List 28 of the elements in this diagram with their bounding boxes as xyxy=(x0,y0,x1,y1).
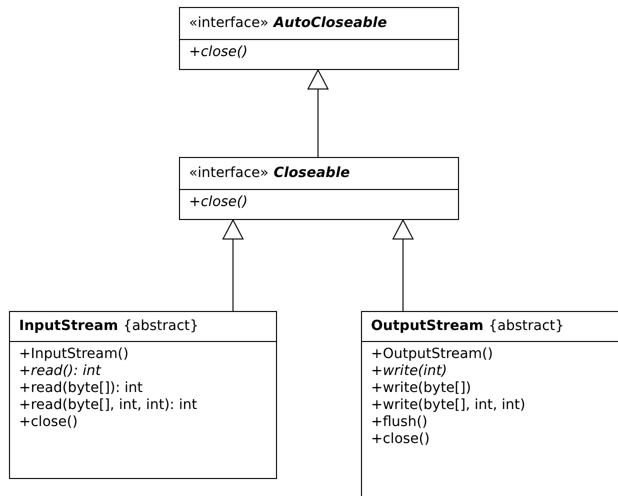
inheritance-arrow xyxy=(308,70,328,158)
class-box xyxy=(179,7,459,70)
method-text: +OutputStream() xyxy=(371,346,493,363)
method-text: +write(int) xyxy=(371,363,448,380)
method-text: +close() xyxy=(371,431,430,448)
class-box xyxy=(9,311,277,479)
method-text: +flush() xyxy=(371,414,428,431)
modifier-label: {abstract} xyxy=(488,317,564,336)
class-box xyxy=(361,311,618,496)
class-name: InputStream xyxy=(19,317,118,336)
method-text: +write(byte[]) xyxy=(371,380,472,397)
method-text: +read(byte[]): int xyxy=(19,380,143,397)
class-name: Closeable xyxy=(274,164,350,183)
class-name: OutputStream xyxy=(371,317,484,336)
method-text: +close() xyxy=(189,194,248,211)
method-text: +read(byte[], int, int): int xyxy=(19,397,198,414)
modifier-label: {abstract} xyxy=(123,317,199,336)
stereotype-label: «interface» xyxy=(189,14,269,33)
method-text: +InputStream() xyxy=(19,346,129,363)
class-name: AutoCloseable xyxy=(274,14,387,33)
inheritance-arrow xyxy=(392,220,414,312)
stereotype-label: «interface» xyxy=(189,164,269,183)
inheritance-arrow xyxy=(222,220,244,312)
method-text: +write(byte[], int, int) xyxy=(371,397,526,414)
method-text: +close() xyxy=(19,414,78,431)
class-box xyxy=(179,157,459,220)
method-text: +read(): int xyxy=(19,363,101,380)
method-text: +close() xyxy=(189,44,248,61)
